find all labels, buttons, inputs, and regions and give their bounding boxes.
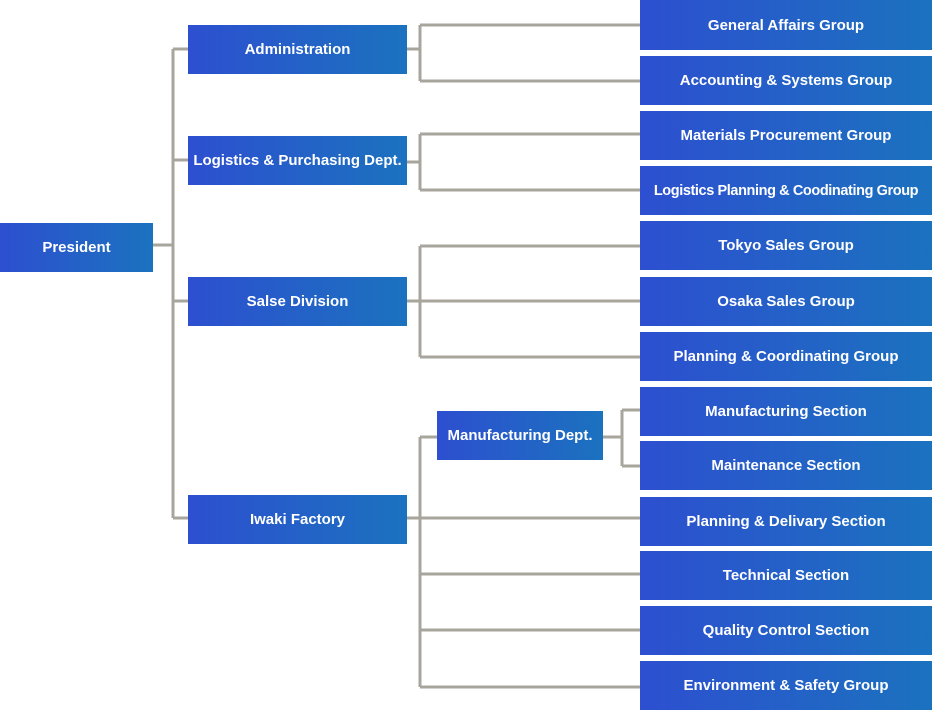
connector-administration-groups <box>407 23 640 83</box>
node-quality-control-section: Quality Control Section <box>640 606 932 655</box>
node-environment-safety-group: Environment & Safety Group <box>640 661 932 710</box>
node-label: President <box>42 239 111 256</box>
node-maintenance-section: Maintenance Section <box>640 441 932 490</box>
node-label: Planning & Delivary Section <box>686 513 886 530</box>
connector-sales-groups <box>407 244 640 359</box>
node-label: Environment & Safety Group <box>683 677 889 694</box>
node-label: General Affairs Group <box>707 16 865 34</box>
node-label: Manufacturing Dept. <box>447 427 593 444</box>
node-label: Logistics Planning & Coodinating Group <box>653 182 919 199</box>
node-osaka-sales-group: Osaka Sales Group <box>640 277 932 326</box>
node-logistics-planning-group: Logistics Planning & Coodinating Group <box>640 166 932 215</box>
node-logistics-purchasing-dept: Logistics & Purchasing Dept. <box>188 136 407 185</box>
node-label: Quality Control Section <box>702 622 870 639</box>
node-administration: Administration <box>188 25 407 74</box>
connector-logistics-groups <box>407 132 640 192</box>
connector-iwaki-groups <box>407 435 640 689</box>
node-president: President <box>0 223 153 272</box>
connector-lines <box>153 23 640 689</box>
node-general-affairs-group: General Affairs Group <box>640 0 932 50</box>
node-label: Administration <box>244 41 351 58</box>
node-manufacturing-dept: Manufacturing Dept. <box>437 411 603 460</box>
node-label: Technical Section <box>722 567 850 584</box>
node-technical-section: Technical Section <box>640 551 932 600</box>
node-label: Salse Division <box>246 293 349 310</box>
node-sales-division: Salse Division <box>188 277 407 326</box>
node-label: Osaka Sales Group <box>717 293 855 310</box>
node-iwaki-factory: Iwaki Factory <box>188 495 407 544</box>
node-label: Accounting & Systems Group <box>679 72 893 89</box>
node-planning-coordinating-group: Planning & Coordinating Group <box>640 332 932 381</box>
node-label: Iwaki Factory <box>249 511 346 528</box>
node-label: Maintenance Section <box>711 457 861 474</box>
node-label: Tokyo Sales Group <box>718 237 854 254</box>
node-label: Manufacturing Section <box>705 403 867 420</box>
node-label: Materials Procurement Group <box>680 127 892 144</box>
node-label: Planning & Coordinating Group <box>673 348 899 365</box>
node-tokyo-sales-group: Tokyo Sales Group <box>640 221 932 270</box>
node-accounting-systems-group: Accounting & Systems Group <box>640 56 932 105</box>
node-label: Logistics & Purchasing Dept. <box>193 152 402 169</box>
node-planning-delivery-section: Planning & Delivary Section <box>640 497 932 546</box>
connector-manufacturing-sections <box>603 408 640 468</box>
node-materials-procurement-group: Materials Procurement Group <box>640 111 932 160</box>
node-manufacturing-section: Manufacturing Section <box>640 387 932 436</box>
